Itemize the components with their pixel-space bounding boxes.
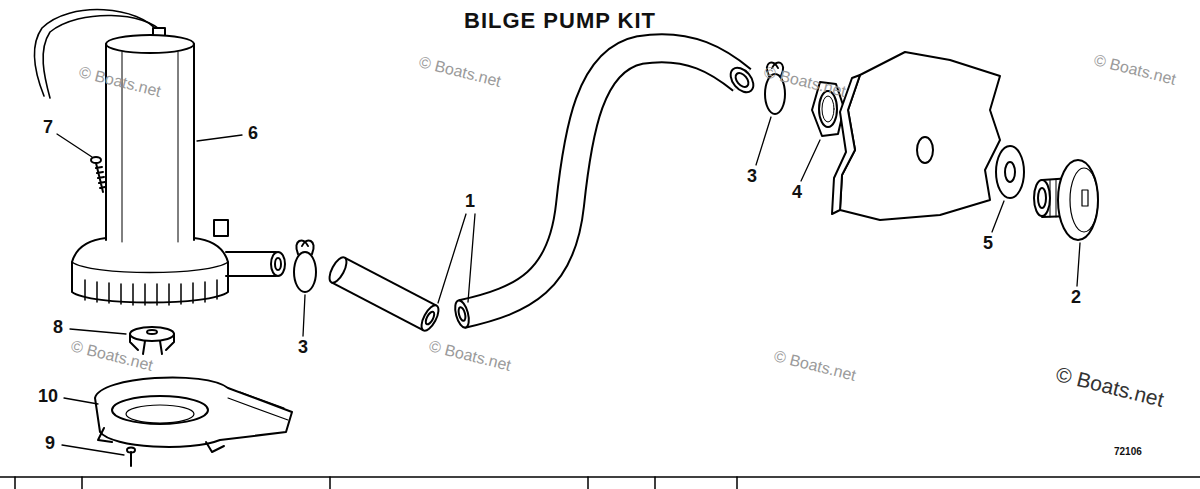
callout-number: 4	[792, 183, 802, 203]
callout-number: 8	[53, 318, 63, 338]
impeller	[130, 327, 174, 354]
pump-motor	[34, 10, 285, 305]
washer	[996, 146, 1024, 198]
screw	[91, 157, 105, 192]
callout-number: 6	[248, 124, 258, 144]
callout-number: 1	[465, 192, 475, 212]
leader-lines	[57, 117, 1080, 455]
watermark: © Boats.net	[77, 63, 163, 100]
title: BILGE PUMP KIT	[464, 9, 656, 33]
hull-section	[832, 52, 1000, 220]
watermark: © Boats.net	[427, 337, 513, 374]
callout-number: 3	[747, 167, 757, 187]
table-frame	[0, 477, 1200, 489]
strainer-base	[95, 377, 292, 452]
screw	[127, 448, 135, 467]
watermark: © Boats.net	[1092, 51, 1178, 88]
drawing-number: 72106	[1114, 446, 1142, 457]
callout-number: 9	[45, 434, 55, 454]
callout-number: 3	[298, 338, 308, 358]
callout-number: 7	[43, 118, 53, 138]
hose-clip	[294, 240, 316, 292]
callout-number: 5	[983, 234, 993, 254]
thru-hull-fitting	[1034, 160, 1098, 240]
watermark: © Boats.net	[762, 63, 848, 100]
callout-number: 2	[1071, 288, 1081, 308]
watermark: © Boats.net	[1054, 362, 1166, 411]
watermark: © Boats.net	[69, 337, 155, 374]
hose	[326, 48, 758, 333]
watermark: © Boats.net	[417, 53, 503, 90]
callout-number: 10	[38, 387, 58, 407]
watermark: © Boats.net	[772, 347, 858, 384]
